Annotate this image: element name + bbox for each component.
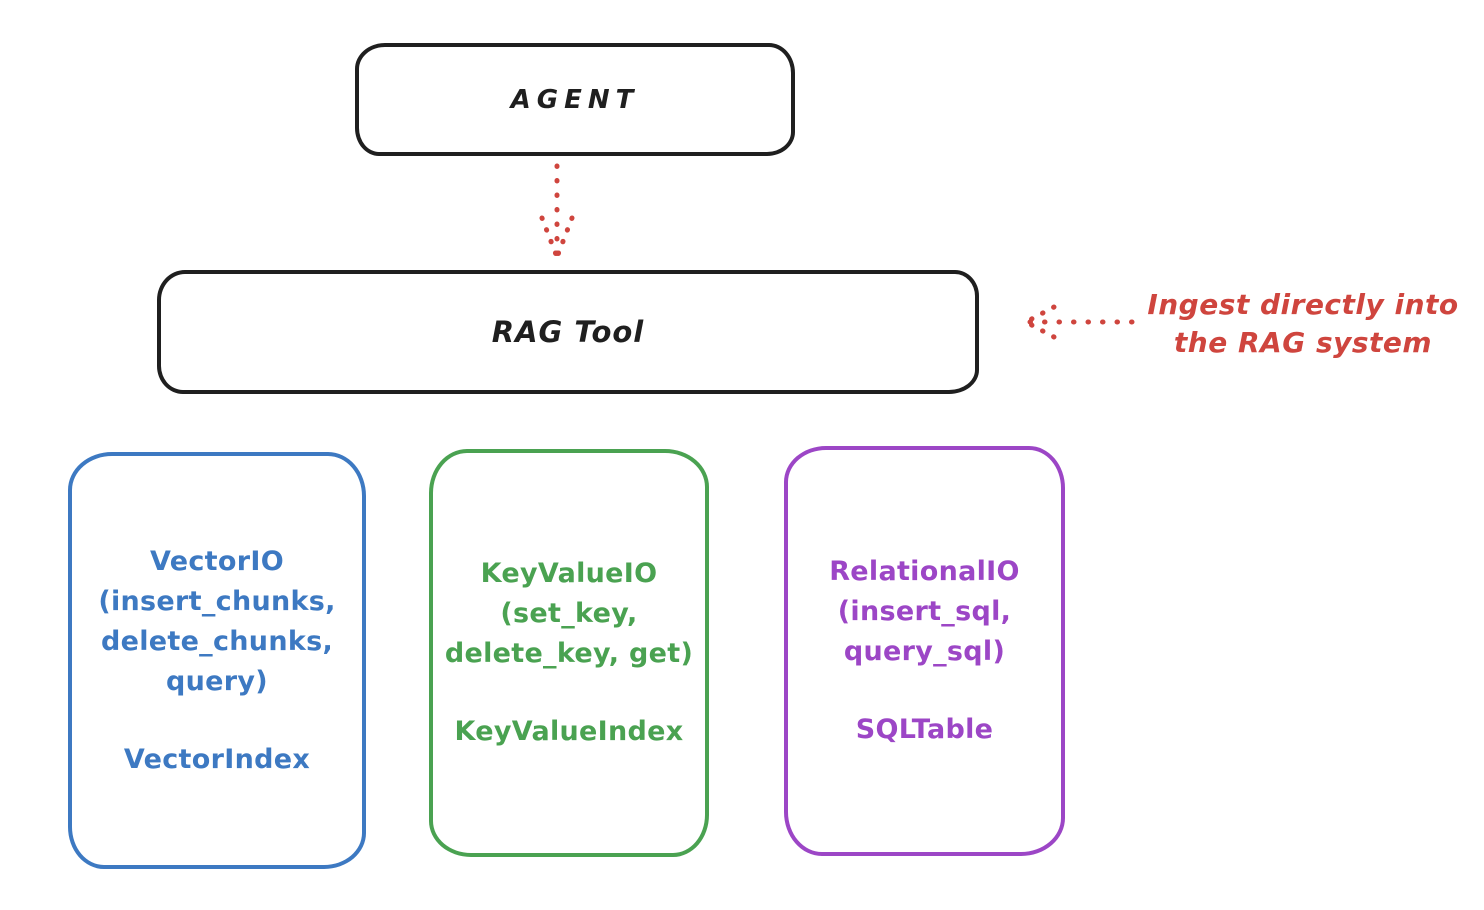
arrow-left-ingest-to-ragtool-icon (1023, 304, 1135, 340)
backend-method-line: (set_key, (500, 598, 638, 629)
rag-tool-box: RAG Tool (157, 270, 979, 394)
backend-method-line: query) (166, 665, 268, 697)
arrow-down-agent-to-ragtool-icon (539, 163, 575, 260)
keyvalue-io-box: KeyValueIO (set_key, delete_key, get) Ke… (429, 449, 709, 857)
relational-io-box: RelationalIO (insert_sql, query_sql) SQL… (784, 446, 1065, 856)
ingest-annotation-line1: Ingest directly into (1147, 288, 1459, 321)
ingest-annotation-line2: the RAG system (1173, 326, 1433, 359)
vector-io-box: VectorIO (insert_chunks, delete_chunks, … (68, 452, 366, 869)
rag-tool-label: RAG Tool (491, 315, 645, 349)
backend-method-line: (insert_sql, (837, 596, 1012, 627)
backend-title: RelationalIO (829, 556, 1020, 587)
backend-method-line: delete_chunks, (100, 625, 334, 657)
backend-index-label: SQLTable (855, 714, 994, 745)
agent-box: AGENT (355, 43, 795, 156)
backend-method-line: query_sql) (843, 636, 1006, 667)
backend-method-line: delete_key, get) (444, 638, 694, 669)
backend-title: VectorIO (150, 545, 284, 577)
backend-title: KeyValueIO (480, 558, 658, 589)
agent-label: AGENT (510, 84, 640, 115)
backend-index-label: KeyValueIndex (454, 716, 684, 747)
backend-index-label: VectorIndex (123, 743, 311, 775)
backend-method-line: (insert_chunks, (98, 585, 336, 617)
ingest-annotation: Ingest directly into the RAG system (1130, 286, 1476, 362)
